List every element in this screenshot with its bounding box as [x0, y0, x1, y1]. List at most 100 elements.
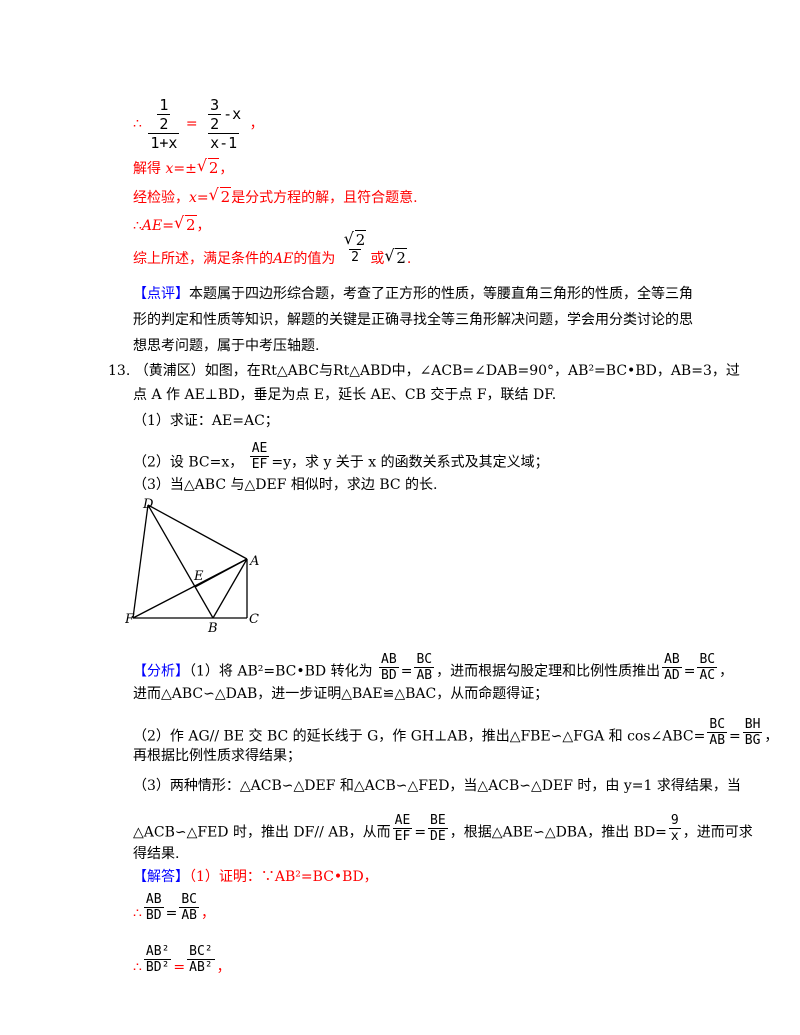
frac-den: AB: [707, 732, 728, 748]
comma: ，: [764, 728, 779, 745]
geometry-figure: D A E F B C: [125, 497, 259, 635]
analysis-text: △ACB∽△FED 时，推出 DF// AB，从而: [133, 824, 391, 841]
frac-num: AB: [664, 652, 680, 667]
three-halves-fraction: 3 2: [208, 96, 222, 133]
problem-text: （黄浦区）如图，在Rt△ABC与Rt△ABD中，∠ACB=∠DAB=90°，AB…: [134, 363, 740, 379]
question-text: （2）设 BC=x，: [133, 454, 244, 471]
comma: ，: [219, 161, 234, 177]
comment-line-2: 形的判定和性质等知识，解题的关键是正确寻找全等三角形解决问题，学会用分类讨论的思: [133, 310, 693, 330]
analysis-line-7: 得结果.: [133, 844, 179, 864]
fraction-left-num: 1 2: [153, 96, 174, 133]
equation-line-1: ∴ 1 2 1+x = 3 2 -x x-1 ，: [133, 96, 264, 152]
solve-text: 解得: [133, 161, 161, 177]
frac-num: AB²: [145, 944, 170, 959]
question-3: （3）当△ABC 与△DEF 相似时，求边 BC 的长.: [133, 475, 437, 495]
therefore-symbol: ∴: [133, 116, 142, 132]
label-a: A: [249, 554, 259, 569]
comma: ，: [719, 663, 734, 680]
sqrt-2: 2: [344, 230, 367, 249]
half-num: 1: [159, 96, 169, 114]
analysis-text: ，进而根据勾股定理和比例性质推出: [436, 663, 661, 680]
analysis-line-4: 再根据比例性质求得结果；: [133, 746, 301, 766]
equation-line-5: 综上所述，满足条件的AE的值为 2 2 或2.: [133, 230, 411, 275]
check-result-text: 是分式方程的解，且符合题意.: [231, 190, 418, 206]
sqrt-2: 2: [209, 185, 232, 208]
var-x: x: [189, 190, 197, 206]
frac-den: x: [668, 828, 681, 844]
three-halves-den: 2: [208, 114, 222, 133]
var-ae: AE: [141, 218, 163, 234]
fraction-right: 3 2 -x x-1: [204, 96, 243, 152]
frac-num: AB: [381, 652, 397, 667]
ae-over-ef: AE EF: [249, 441, 270, 472]
equation-line-3: 经检验，x=2是分式方程的解，且符合题意.: [133, 185, 418, 208]
segment-ea: [194, 558, 248, 588]
fraction-right-den: x-1: [208, 133, 240, 152]
therefore-symbol: ∴: [133, 959, 142, 976]
analysis-text: （2）作 AG// BE 交 BC 的延长线于 G，作 GH⊥AB，推出△FBE…: [133, 728, 706, 745]
frac-den: BD²: [143, 959, 172, 975]
comment-line-3: 想思考问题，属于中考压轴题.: [133, 336, 319, 356]
segment-df: [132, 504, 149, 619]
three-halves-num: 3: [210, 96, 220, 114]
or-text: 或: [370, 251, 385, 267]
sqrt2-num: 2: [342, 230, 369, 249]
comma: ，: [196, 218, 211, 234]
analysis-text: ，进而可求: [682, 824, 753, 841]
frac-den: AB: [414, 667, 435, 683]
frac-num: AE: [394, 813, 411, 828]
frac-den: EF: [392, 828, 413, 844]
half-den: 2: [157, 114, 171, 133]
label-c: C: [249, 612, 259, 627]
comment-text: 形的判定和性质等知识，解题的关键是正确寻找全等三角形解决问题，学会用分类讨论的思: [133, 312, 693, 328]
radicand: 2: [395, 248, 407, 267]
frac-num: 9: [670, 813, 679, 828]
problem-text: 点 A 作 AE⊥BD，垂足为点 E，延长 AE、CB 交于点 F，联结 DF.: [133, 387, 557, 403]
frac-den: EF: [249, 456, 270, 472]
comment-text: 想思考问题，属于中考压轴题.: [133, 338, 320, 354]
answer-line-1: 【解答】（1）证明：∵AB²=BC•BD，: [133, 867, 378, 887]
analysis-text: （3）两种情形：△ACB∽△DEF 和△ACB∽△FED，当△ACB∽△DEF …: [133, 778, 741, 794]
segment-db: [147, 504, 214, 619]
analysis-text: 得结果.: [133, 846, 180, 862]
frac-den: BD: [143, 907, 164, 923]
question-1: （1）求证：AE=AC；: [133, 411, 279, 431]
frac-den: BD: [379, 667, 399, 683]
frac-num: BH: [744, 717, 761, 732]
fraction-left: 1 2 1+x: [148, 96, 180, 152]
question-text: （1）求证：AE=AC；: [133, 413, 279, 429]
frac-den: AB²: [187, 959, 215, 975]
problem-line-2: 点 A 作 AE⊥BD，垂足为点 E，延长 AE、CB 交于点 F，联结 DF.: [133, 385, 556, 405]
value-is-text: 的值为: [293, 251, 336, 267]
label-e: E: [193, 569, 204, 584]
half-fraction: 1 2: [157, 96, 171, 133]
fraction-right-num: 3 2 -x: [204, 96, 243, 133]
solve-expr: x=±: [165, 161, 197, 177]
answer-label: 【解答】: [133, 869, 189, 885]
frac-num: AB: [145, 892, 162, 907]
minus-x: -x: [223, 105, 242, 123]
label-d: D: [142, 497, 154, 512]
analysis-line-5: （3）两种情形：△ACB∽△DEF 和△ACB∽△FED，当△ACB∽△DEF …: [133, 776, 741, 796]
summary-text: 综上所述，满足条件的: [133, 251, 273, 267]
frac-den: BG: [742, 732, 763, 748]
frac-den: AC: [697, 667, 718, 683]
problem-line-1: 13. （黄浦区）如图，在Rt△ABC与Rt△ABD中，∠ACB=∠DAB=90…: [108, 361, 740, 381]
label-b: B: [207, 621, 218, 635]
comma: ，: [216, 959, 231, 976]
equals-sign: =: [185, 116, 198, 132]
equation-line-4: ∴AE=2，: [133, 213, 211, 236]
frac-num: BC²: [189, 944, 213, 959]
analysis-text: ，根据△ABE∽△DBA，推出 BD=: [449, 824, 667, 841]
radicand: 2: [354, 230, 367, 249]
frac-den: DE: [428, 828, 448, 844]
analysis-text: 进而△ABC∽△DAB，进一步证明△BAE≌△BAC，从而命题得证；: [133, 686, 549, 702]
